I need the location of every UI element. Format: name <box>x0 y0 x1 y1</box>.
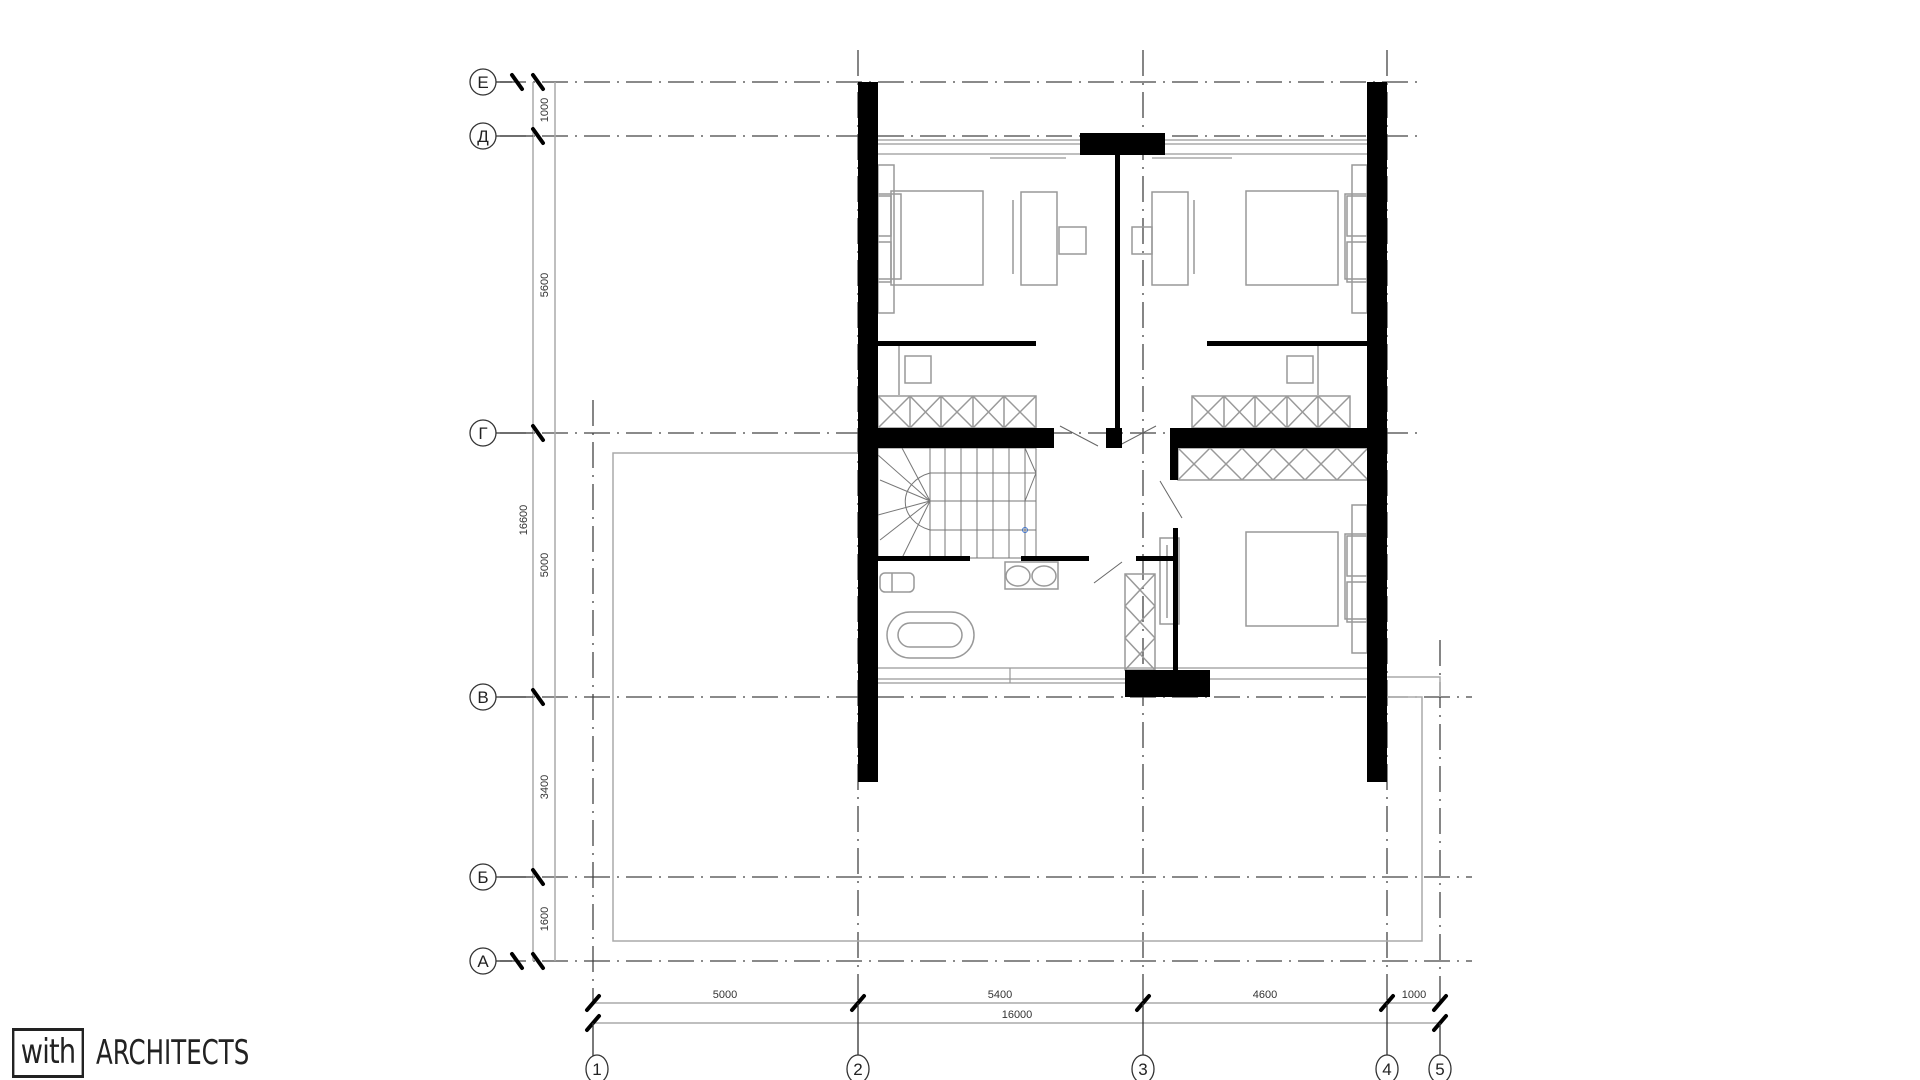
svg-text:Г: Г <box>478 424 487 443</box>
dim-v-4: 3400 <box>539 775 551 799</box>
staircase <box>877 447 1037 559</box>
toilet <box>879 572 915 593</box>
bed-bedroom-2 <box>1245 164 1376 314</box>
wall-bedroom-divider <box>1115 155 1120 433</box>
wardrobe-1 <box>877 395 1037 429</box>
axis-marker-A: А <box>469 947 512 975</box>
vertical-dimension-values: 1000 5600 5000 3400 1600 16600 <box>518 98 551 931</box>
svg-text:4: 4 <box>1382 1060 1391 1079</box>
wardrobe-3 <box>1177 447 1369 481</box>
wardrobe-4 <box>1124 573 1156 671</box>
svg-text:Д: Д <box>477 127 489 146</box>
furniture <box>870 164 1376 671</box>
bed-bedroom-1 <box>870 164 984 314</box>
chair-dressing-1 <box>898 345 932 395</box>
axis-marker-5: 5 <box>1428 1023 1452 1080</box>
glazing <box>878 139 1367 684</box>
bed-bedroom-3 <box>1245 504 1376 654</box>
axis-marker-2: 2 <box>846 1003 870 1080</box>
desk-bedroom-2 <box>1131 191 1195 286</box>
wall-stair-bottom <box>878 556 970 561</box>
dim-v-total: 16600 <box>518 505 530 536</box>
chair-dressing-2 <box>1286 345 1319 395</box>
axis-grid <box>500 50 1472 1002</box>
row-axis-markers: Е Д Г В Б А <box>469 68 533 975</box>
wall-bedroom3-left <box>1173 528 1178 670</box>
wall-bedroom3-left-stub <box>1170 448 1178 480</box>
svg-text:1: 1 <box>592 1060 601 1079</box>
svg-text:3: 3 <box>1138 1060 1147 1079</box>
wall-right-exterior <box>1367 82 1387 782</box>
dim-h-3: 4600 <box>1253 989 1277 1001</box>
logo: with ARCHITECTS <box>12 1028 309 1078</box>
wall-bath-stub <box>1021 556 1089 561</box>
axis-marker-4: 4 <box>1375 1003 1399 1080</box>
svg-text:2: 2 <box>853 1060 862 1079</box>
bathtub <box>886 611 975 659</box>
wall-bedroom3-top <box>1170 428 1367 448</box>
dim-h-total: 16000 <box>1002 1009 1033 1021</box>
column-axis-markers: 1 2 3 4 5 <box>585 1003 1452 1080</box>
stair-marker <box>1022 527 1028 533</box>
dim-v-1: 1000 <box>539 98 551 122</box>
wall-bath-right-top <box>1136 556 1173 561</box>
wall-dressing-1 <box>878 341 1036 346</box>
axis-marker-E: Е <box>469 68 512 96</box>
vertical-dimension-chain <box>532 82 556 961</box>
logo-box: with <box>12 1028 85 1078</box>
dim-h-1: 5000 <box>713 989 737 1001</box>
horizontal-dimension-values: 5000 5400 4600 1000 16000 <box>713 989 1426 1021</box>
svg-text:А: А <box>477 952 489 971</box>
axis-marker-G: Г <box>469 419 533 447</box>
wardrobe-2 <box>1191 395 1351 429</box>
dim-h-4: 1000 <box>1402 989 1426 1001</box>
wall-dressing-2 <box>1207 341 1367 346</box>
walls <box>858 82 1387 782</box>
svg-text:Б: Б <box>477 868 488 887</box>
horizontal-dimension-chain <box>593 1002 1440 1024</box>
axis-marker-B: Б <box>469 863 533 891</box>
desk-bedroom-1 <box>1012 191 1087 286</box>
double-sink <box>1004 561 1059 590</box>
wall-top-center-block <box>1080 133 1165 155</box>
dim-v-3: 5000 <box>539 553 551 577</box>
dim-h-2: 5400 <box>988 989 1012 1001</box>
svg-text:В: В <box>477 688 488 707</box>
svg-text:5: 5 <box>1435 1060 1444 1079</box>
wall-center-pillar <box>1106 428 1122 448</box>
axis-marker-1: 1 <box>585 1023 609 1080</box>
wall-bottom-center-block <box>1125 670 1210 697</box>
terrace-outline <box>612 452 1441 942</box>
dim-v-5: 1600 <box>539 907 551 931</box>
wall-left-exterior <box>858 82 878 782</box>
axis-marker-3: 3 <box>1131 1003 1155 1080</box>
dim-v-2: 5600 <box>539 273 551 297</box>
wall-stair-top <box>878 428 1054 448</box>
axis-marker-D: Д <box>469 122 533 150</box>
door-swings <box>1059 425 1183 584</box>
axis-marker-V: В <box>469 683 533 711</box>
logo-text: ARCHITECTS <box>96 1033 250 1073</box>
vertical-dimension-ticks <box>510 73 545 970</box>
svg-text:Е: Е <box>477 73 488 92</box>
